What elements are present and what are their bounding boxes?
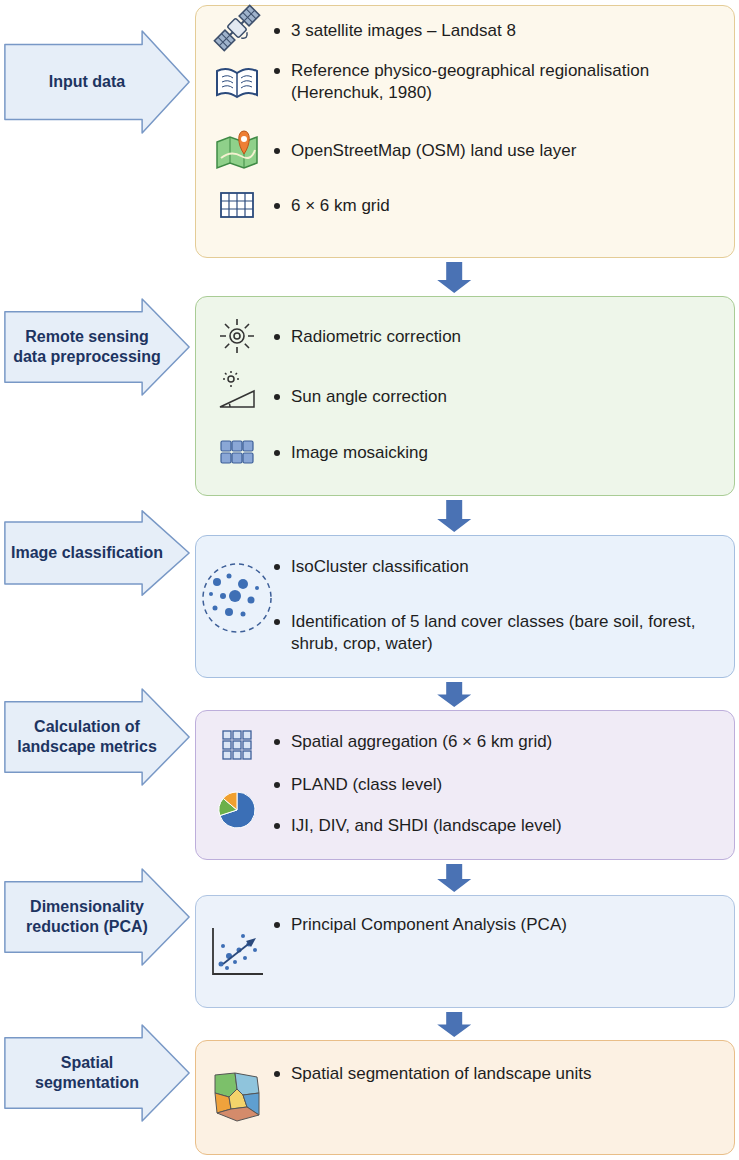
cluster-icon <box>203 564 271 632</box>
bullet-text: OpenStreetMap (OSM) land use layer <box>274 140 714 162</box>
stage-label: Remote sensing data preprocessing <box>9 327 165 367</box>
bullet-text: Sun angle correction <box>274 386 714 408</box>
process-box: Spatial segmentation of landscape units <box>195 1040 735 1155</box>
flow-arrow <box>437 262 471 293</box>
arrow-outline <box>5 1025 189 1121</box>
bullet-item: Spatial aggregation (6 × 6 km grid) <box>274 731 714 753</box>
stage-label: Spatial segmentation <box>9 1053 165 1093</box>
process-box: 3 satellite images – Landsat 8 Reference … <box>195 5 735 258</box>
stage-arrow: Calculation of landscape metrics <box>3 688 191 786</box>
arrow-outline <box>5 31 189 133</box>
arrow-outline <box>5 299 189 395</box>
stage-arrow: Image classification <box>3 510 191 596</box>
bullet-item: Principal Component Analysis (PCA) <box>274 914 714 936</box>
stage-label: Image classification <box>9 543 165 563</box>
stage-label-wrap: Calculation of landscape metrics <box>9 717 165 757</box>
mosaic-icon <box>221 441 253 463</box>
arrow-shape <box>3 1024 191 1122</box>
sun-icon <box>220 319 254 353</box>
book-icon <box>217 69 257 97</box>
bullet-item: IsoCluster classification <box>274 556 714 578</box>
arrow-outline <box>5 511 189 595</box>
bullet-item: Radiometric correction <box>274 326 714 348</box>
bullet-text: Image mosaicking <box>274 442 714 464</box>
bullet-item: OpenStreetMap (OSM) land use layer <box>274 140 714 162</box>
bullet-text: 3 satellite images – Landsat 8 <box>274 20 714 42</box>
stage-arrow: Remote sensing data preprocessing <box>3 298 191 396</box>
bullet-text: Identification of 5 land cover classes (… <box>274 611 714 655</box>
aggregation-grid-icon <box>223 731 251 759</box>
flow-arrow <box>437 682 471 707</box>
bullet-item: Reference physico-geographical regionali… <box>274 60 714 104</box>
process-box: Principal Component Analysis (PCA) <box>195 895 735 1008</box>
bullet-item: 6 × 6 km grid <box>274 195 714 217</box>
bullet-text: Radiometric correction <box>274 326 714 348</box>
bullet-item: IJI, DIV, and SHDI (landscape level) <box>274 815 714 837</box>
bullet-item: Image mosaicking <box>274 442 714 464</box>
map-icon <box>217 131 257 168</box>
process-box: Spatial aggregation (6 × 6 km grid) PLAND… <box>195 710 735 860</box>
bullet-item: Identification of 5 land cover classes (… <box>274 611 714 655</box>
bullet-text: PLAND (class level) <box>274 774 714 796</box>
bullet-item: Sun angle correction <box>274 386 714 408</box>
stage-arrow: Dimensionality reduction (PCA) <box>3 868 191 966</box>
satellite-icon <box>214 5 264 55</box>
segment-map-icon <box>215 1073 259 1121</box>
bullet-text: IJI, DIV, and SHDI (landscape level) <box>274 815 714 837</box>
stage-label-wrap: Spatial segmentation <box>9 1053 165 1093</box>
process-box: Radiometric correctionSun angle correcti… <box>195 296 735 496</box>
arrow-shape <box>3 868 191 966</box>
bullet-text: Spatial segmentation of landscape units <box>274 1063 714 1085</box>
stage-label-wrap: Dimensionality reduction (PCA) <box>9 897 165 937</box>
bullet-text: Spatial aggregation (6 × 6 km grid) <box>274 731 714 753</box>
flow-arrow <box>437 1012 471 1037</box>
flow-arrow <box>437 864 471 892</box>
bullet-text: Reference physico-geographical regionali… <box>274 60 714 104</box>
stage-label: Input data <box>9 72 165 92</box>
stage-label-wrap: Image classification <box>9 543 165 563</box>
grid-icon <box>221 193 253 217</box>
stage-arrow: Spatial segmentation <box>3 1024 191 1122</box>
bullet-text: Principal Component Analysis (PCA) <box>274 914 714 936</box>
scatter-icon <box>213 928 263 974</box>
bullet-item: Spatial segmentation of landscape units <box>274 1063 714 1085</box>
bullet-text: 6 × 6 km grid <box>274 195 714 217</box>
stage-label: Dimensionality reduction (PCA) <box>9 897 165 937</box>
flow-arrow <box>437 500 471 532</box>
sun-angle-icon <box>220 371 254 407</box>
process-box: IsoCluster classificationIdentification … <box>195 535 735 678</box>
arrow-shape <box>3 298 191 396</box>
stage-label: Calculation of landscape metrics <box>9 717 165 757</box>
bullet-item: 3 satellite images – Landsat 8 <box>274 20 714 42</box>
pie-icon <box>219 792 255 828</box>
arrow-shape <box>3 688 191 786</box>
arrow-outline <box>5 869 189 965</box>
stage-label-wrap: Input data <box>9 72 165 92</box>
stage-arrow: Input data <box>3 30 191 134</box>
bullet-text: IsoCluster classification <box>274 556 714 578</box>
stage-label-wrap: Remote sensing data preprocessing <box>9 327 165 367</box>
arrow-outline <box>5 689 189 785</box>
bullet-item: PLAND (class level) <box>274 774 714 796</box>
